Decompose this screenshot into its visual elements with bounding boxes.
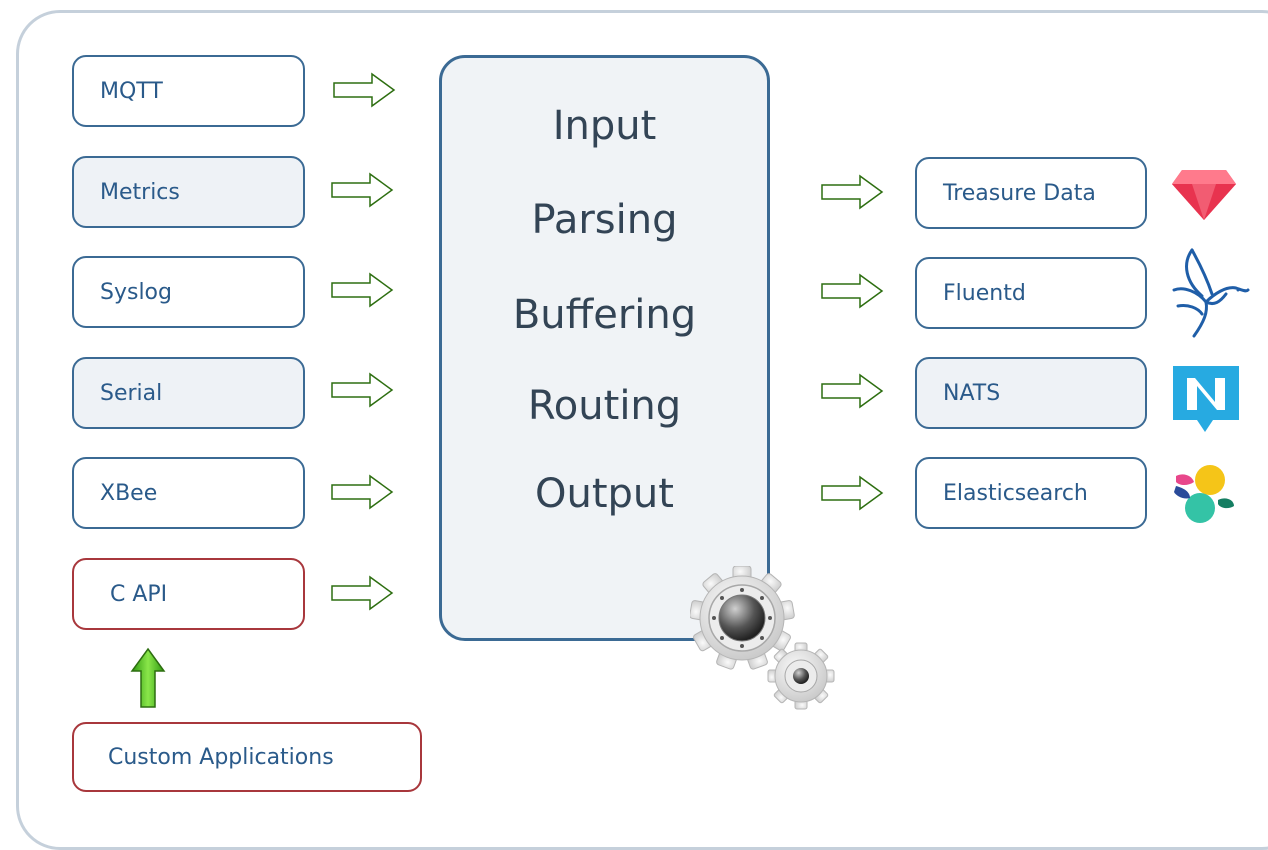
input-syslog: Syslog [72, 256, 305, 328]
stage-parsing: Parsing [531, 197, 678, 243]
stage-output: Output [535, 471, 674, 517]
output-label: Fluentd [943, 280, 1026, 306]
input-xbee: XBee [72, 457, 305, 529]
custom-applications-label: Custom Applications [108, 744, 334, 770]
arrow-right-icon [330, 474, 394, 510]
arrow-right-icon [330, 372, 394, 408]
custom-applications-box: Custom Applications [72, 722, 422, 792]
output-label: Treasure Data [943, 180, 1096, 206]
arrow-right-icon [330, 172, 394, 208]
input-metrics: Metrics [72, 156, 305, 228]
elasticsearch-logo-icon [1174, 465, 1234, 523]
input-mqtt: MQTT [72, 55, 305, 127]
output-nats: NATS [915, 357, 1147, 429]
output-elasticsearch: Elasticsearch [915, 457, 1147, 529]
core-pipeline-box: Input Parsing Buffering Routing Output [439, 55, 770, 641]
treasure-data-logo-icon [1172, 170, 1236, 220]
output-label: NATS [943, 380, 1001, 406]
input-label: Metrics [100, 179, 180, 205]
output-treasure-data: Treasure Data [915, 157, 1147, 229]
arrow-right-icon [820, 174, 884, 210]
stage-input: Input [552, 103, 657, 149]
nats-logo-icon [1173, 366, 1239, 432]
input-label: Syslog [100, 279, 172, 305]
input-c-api: C API [72, 558, 305, 630]
arrow-right-icon [820, 373, 884, 409]
input-label: C API [110, 581, 168, 607]
arrow-right-icon [330, 272, 394, 308]
input-label: Serial [100, 380, 163, 406]
gears-icon [690, 566, 835, 710]
arrow-right-icon [332, 72, 396, 108]
arrow-right-icon [330, 575, 394, 611]
output-fluentd: Fluentd [915, 257, 1147, 329]
input-label: MQTT [100, 78, 163, 104]
output-label: Elasticsearch [943, 480, 1088, 506]
arrow-right-icon [820, 273, 884, 309]
arrow-right-icon [820, 475, 884, 511]
input-label: XBee [100, 480, 158, 506]
stage-routing: Routing [527, 383, 682, 429]
up-arrow-icon [130, 647, 166, 708]
input-serial: Serial [72, 357, 305, 429]
fluentd-bird-logo-icon [1172, 248, 1250, 338]
stage-buffering: Buffering [512, 292, 697, 338]
